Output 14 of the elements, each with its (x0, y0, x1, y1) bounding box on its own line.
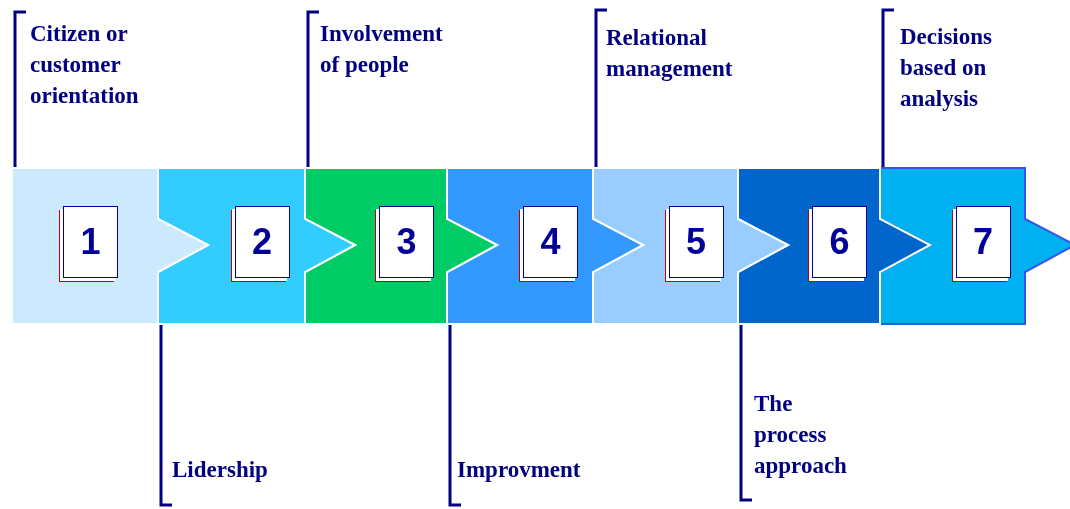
leader-line (594, 8, 607, 167)
leader-line (739, 325, 752, 502)
step-label: Relational management (606, 22, 756, 84)
leader-line (881, 8, 894, 167)
step-label: Decisions based on analysis (900, 21, 1010, 114)
leader-line (306, 10, 319, 167)
leader-line (448, 325, 461, 507)
leader-line (159, 325, 172, 507)
leader-line (13, 10, 26, 167)
step-label: Lidership (172, 454, 292, 485)
step-label: Involvement of people (320, 18, 460, 80)
step-label: The process approach (754, 388, 864, 481)
step-label: Citizen or customer orientation (30, 18, 155, 111)
step-label: Improvment (457, 454, 597, 485)
